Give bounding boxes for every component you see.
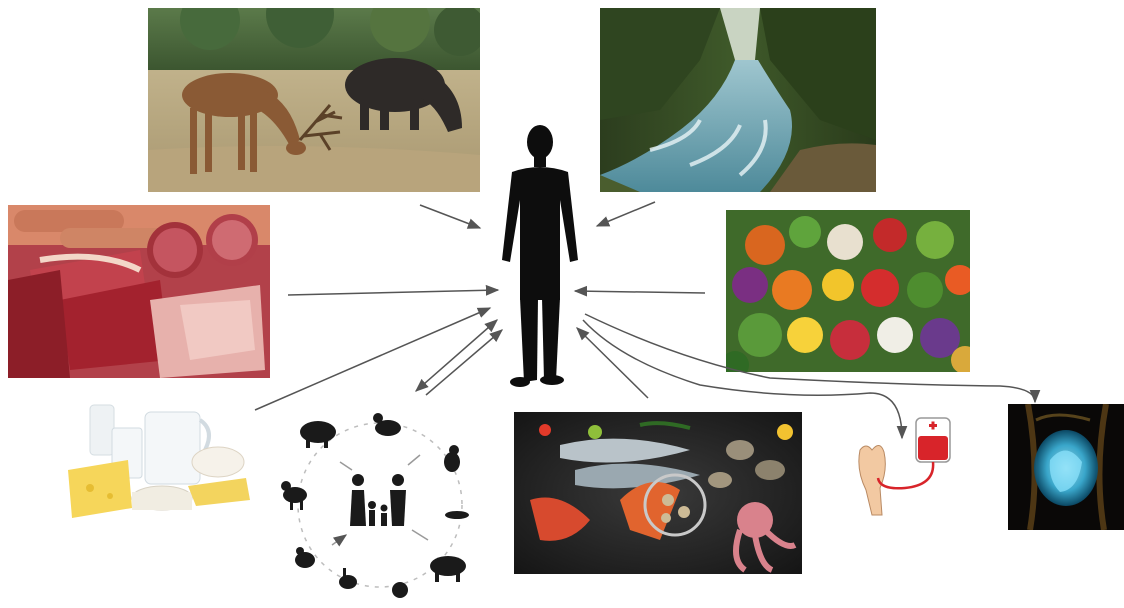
blood-transfusion-icon: [859, 418, 950, 515]
human-silhouette-icon: [502, 125, 578, 387]
meat-photo: [8, 205, 270, 378]
arrow-dairy-to-human: [255, 308, 490, 410]
family-icon: [350, 474, 406, 526]
cow-icon: [430, 556, 466, 582]
arrow-vegetables-to-human: [575, 291, 705, 293]
arrow-human-to-animals: [416, 320, 497, 391]
ferret-icon: [445, 511, 469, 519]
dog-icon: [281, 481, 307, 510]
arrow-animals-to-human: [426, 330, 502, 395]
arrow-meat-to-human: [288, 290, 498, 295]
arrow-wildlife-to-human: [420, 205, 480, 228]
bird-icon: [392, 582, 408, 598]
fetus-in-womb-xray: [1008, 404, 1124, 530]
river-photo: [600, 8, 876, 192]
pig-icon: [300, 421, 336, 448]
arrow-seafood-to-human: [577, 328, 648, 398]
arrow-river-to-human: [597, 202, 655, 226]
domestic-animals-family-cycle-icon: [281, 413, 469, 598]
dairy-photo: [66, 400, 256, 524]
vegetables-photo: [721, 210, 979, 379]
duck-icon: [373, 413, 401, 436]
wildlife-photo: [148, 0, 486, 192]
rabbit-icon: [339, 568, 357, 589]
seafood-photo: [514, 412, 802, 574]
chicken-icon: [295, 547, 315, 568]
cat-icon: [444, 445, 460, 472]
